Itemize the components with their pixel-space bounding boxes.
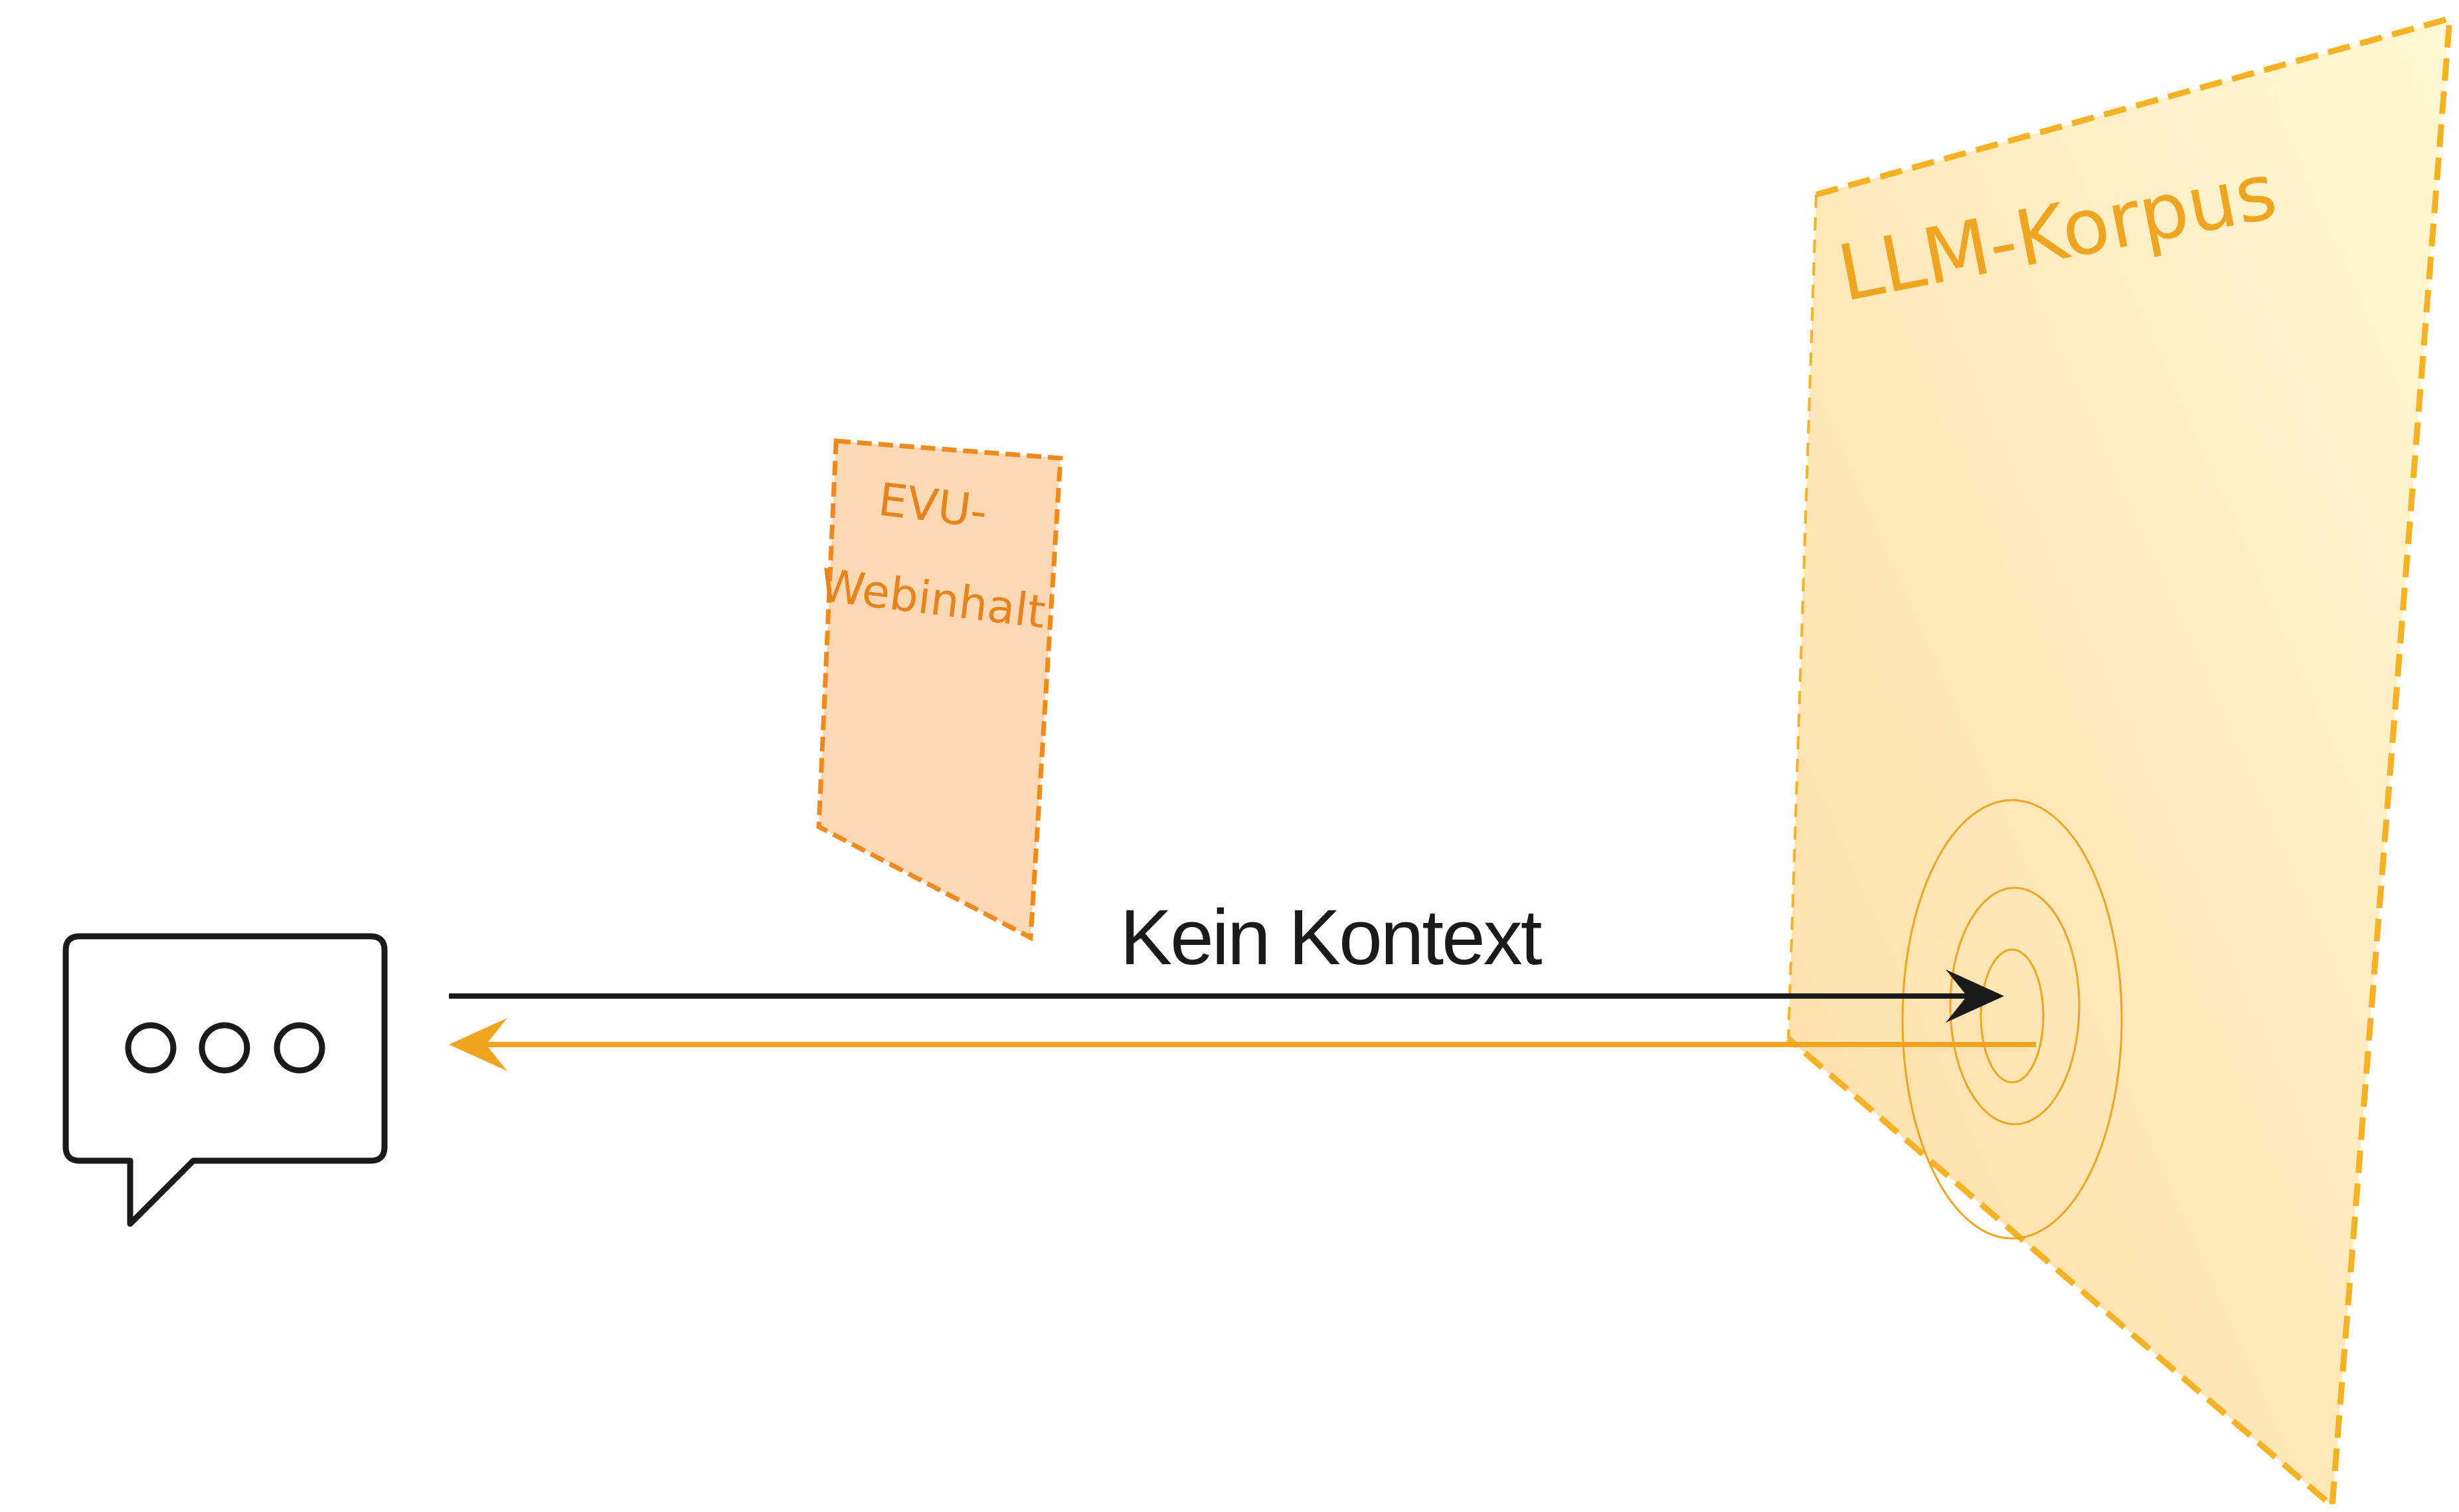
dot-icon xyxy=(274,1022,325,1074)
llm-corpus-panel: LLM-Korpus xyxy=(1786,14,2453,1512)
dot-icon xyxy=(125,1022,177,1074)
evu-web-content-panel: EVU- Webinhalt xyxy=(816,438,1063,942)
outer-ring xyxy=(1901,799,2123,1240)
dot-icon xyxy=(199,1022,250,1074)
arrow-label: Kein Kontext xyxy=(1120,894,1541,981)
chat-bubble-icon xyxy=(62,933,388,1227)
